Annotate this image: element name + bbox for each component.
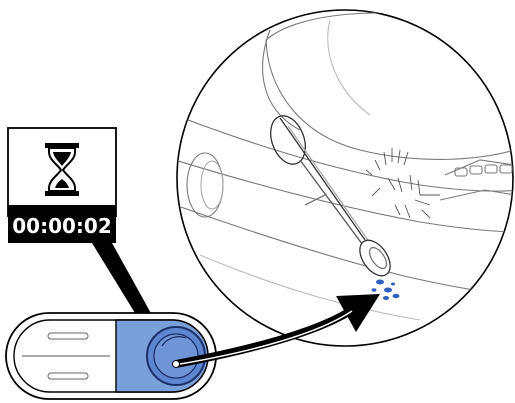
timer-panel: 00:00:02 [8,128,116,243]
rocker-switch [6,313,216,399]
switch-right-side-pressed [116,320,208,392]
timer-display: 00:00:02 [12,214,112,238]
